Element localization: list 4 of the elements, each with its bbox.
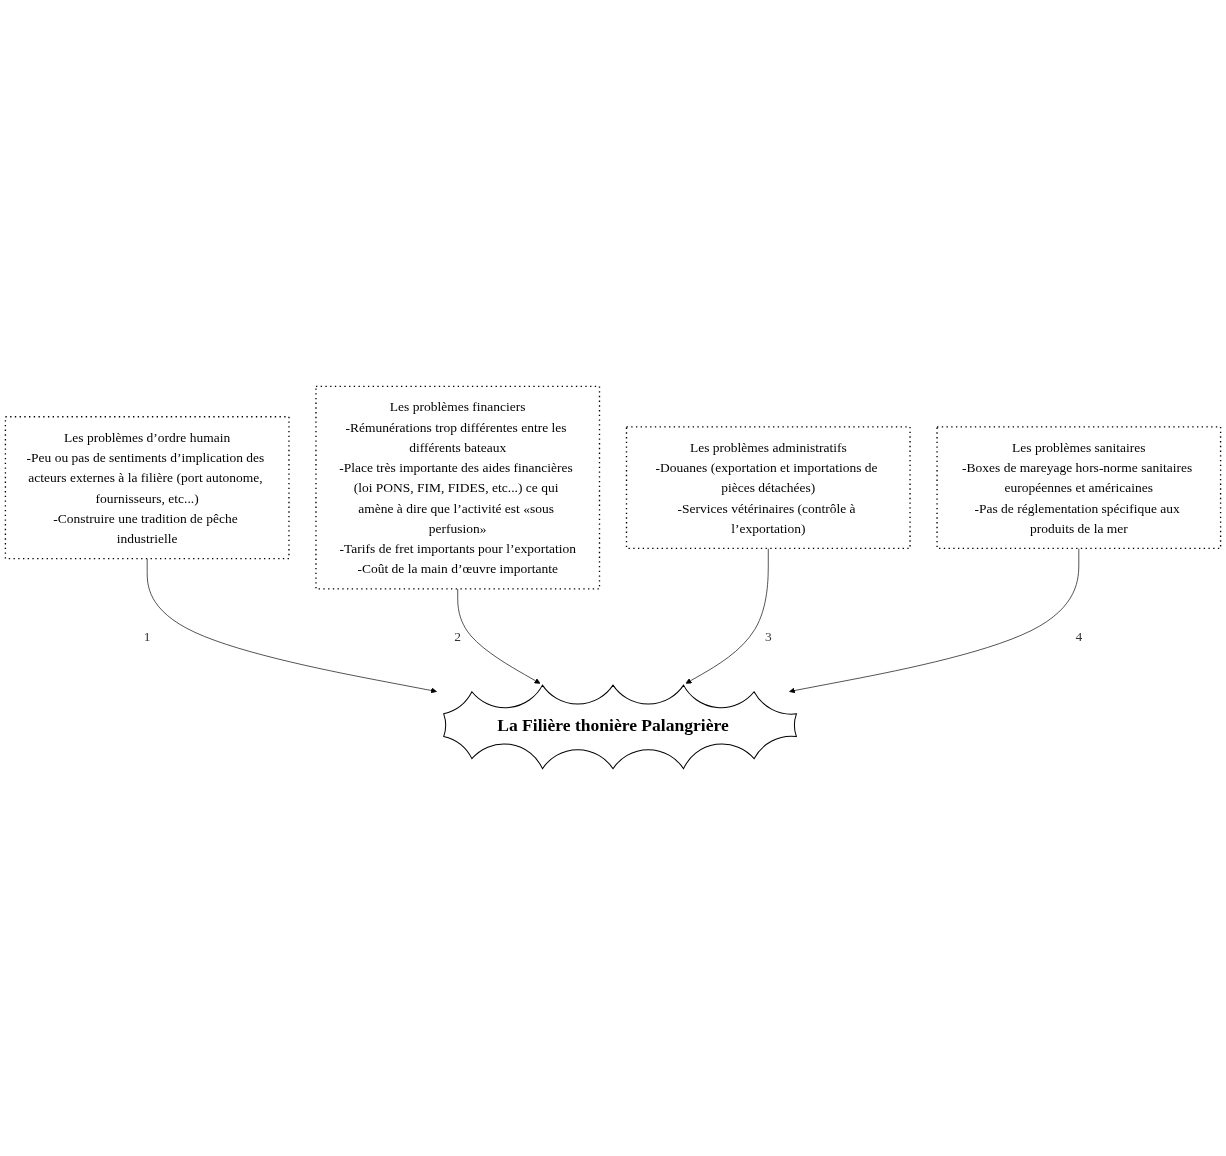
edge-label: 3 — [764, 629, 772, 645]
edge-label: 2 — [454, 629, 462, 645]
edge-label: 4 — [1075, 629, 1083, 645]
edge-label: 1 — [143, 629, 151, 645]
